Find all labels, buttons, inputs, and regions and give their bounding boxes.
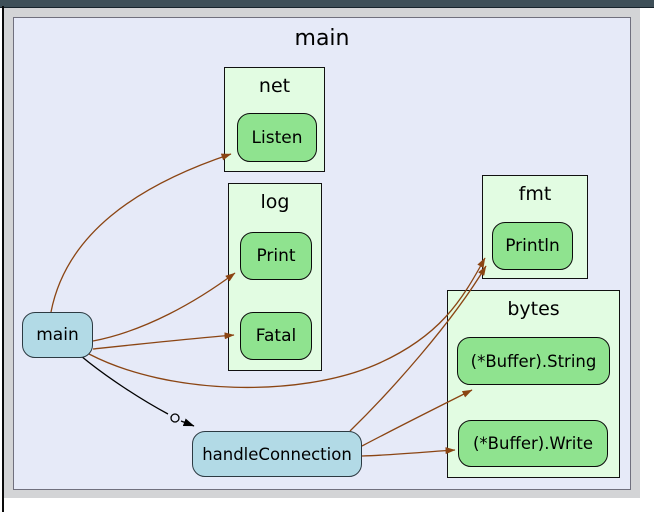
node-log-fatal[interactable]: Fatal	[240, 312, 312, 360]
node-handleconnection-func[interactable]: handleConnection	[192, 431, 362, 477]
cluster-net-label: net	[258, 75, 291, 97]
node-log-print[interactable]: Print	[240, 232, 312, 280]
node-bytes-buffer-write[interactable]: (*Buffer).Write	[458, 420, 608, 467]
window-titlebar	[0, 0, 654, 8]
window-left-edge	[2, 6, 4, 512]
cluster-log-label: log	[260, 191, 290, 213]
node-main-func[interactable]: main	[22, 312, 93, 358]
node-bytes-buffer-string[interactable]: (*Buffer).String	[457, 337, 610, 385]
cluster-bytes-label: bytes	[507, 298, 560, 320]
node-net-listen[interactable]: Listen	[237, 113, 317, 162]
node-fmt-println[interactable]: Println	[492, 222, 573, 270]
cluster-fmt-label: fmt	[518, 183, 552, 205]
cluster-main-label: main	[294, 26, 350, 51]
